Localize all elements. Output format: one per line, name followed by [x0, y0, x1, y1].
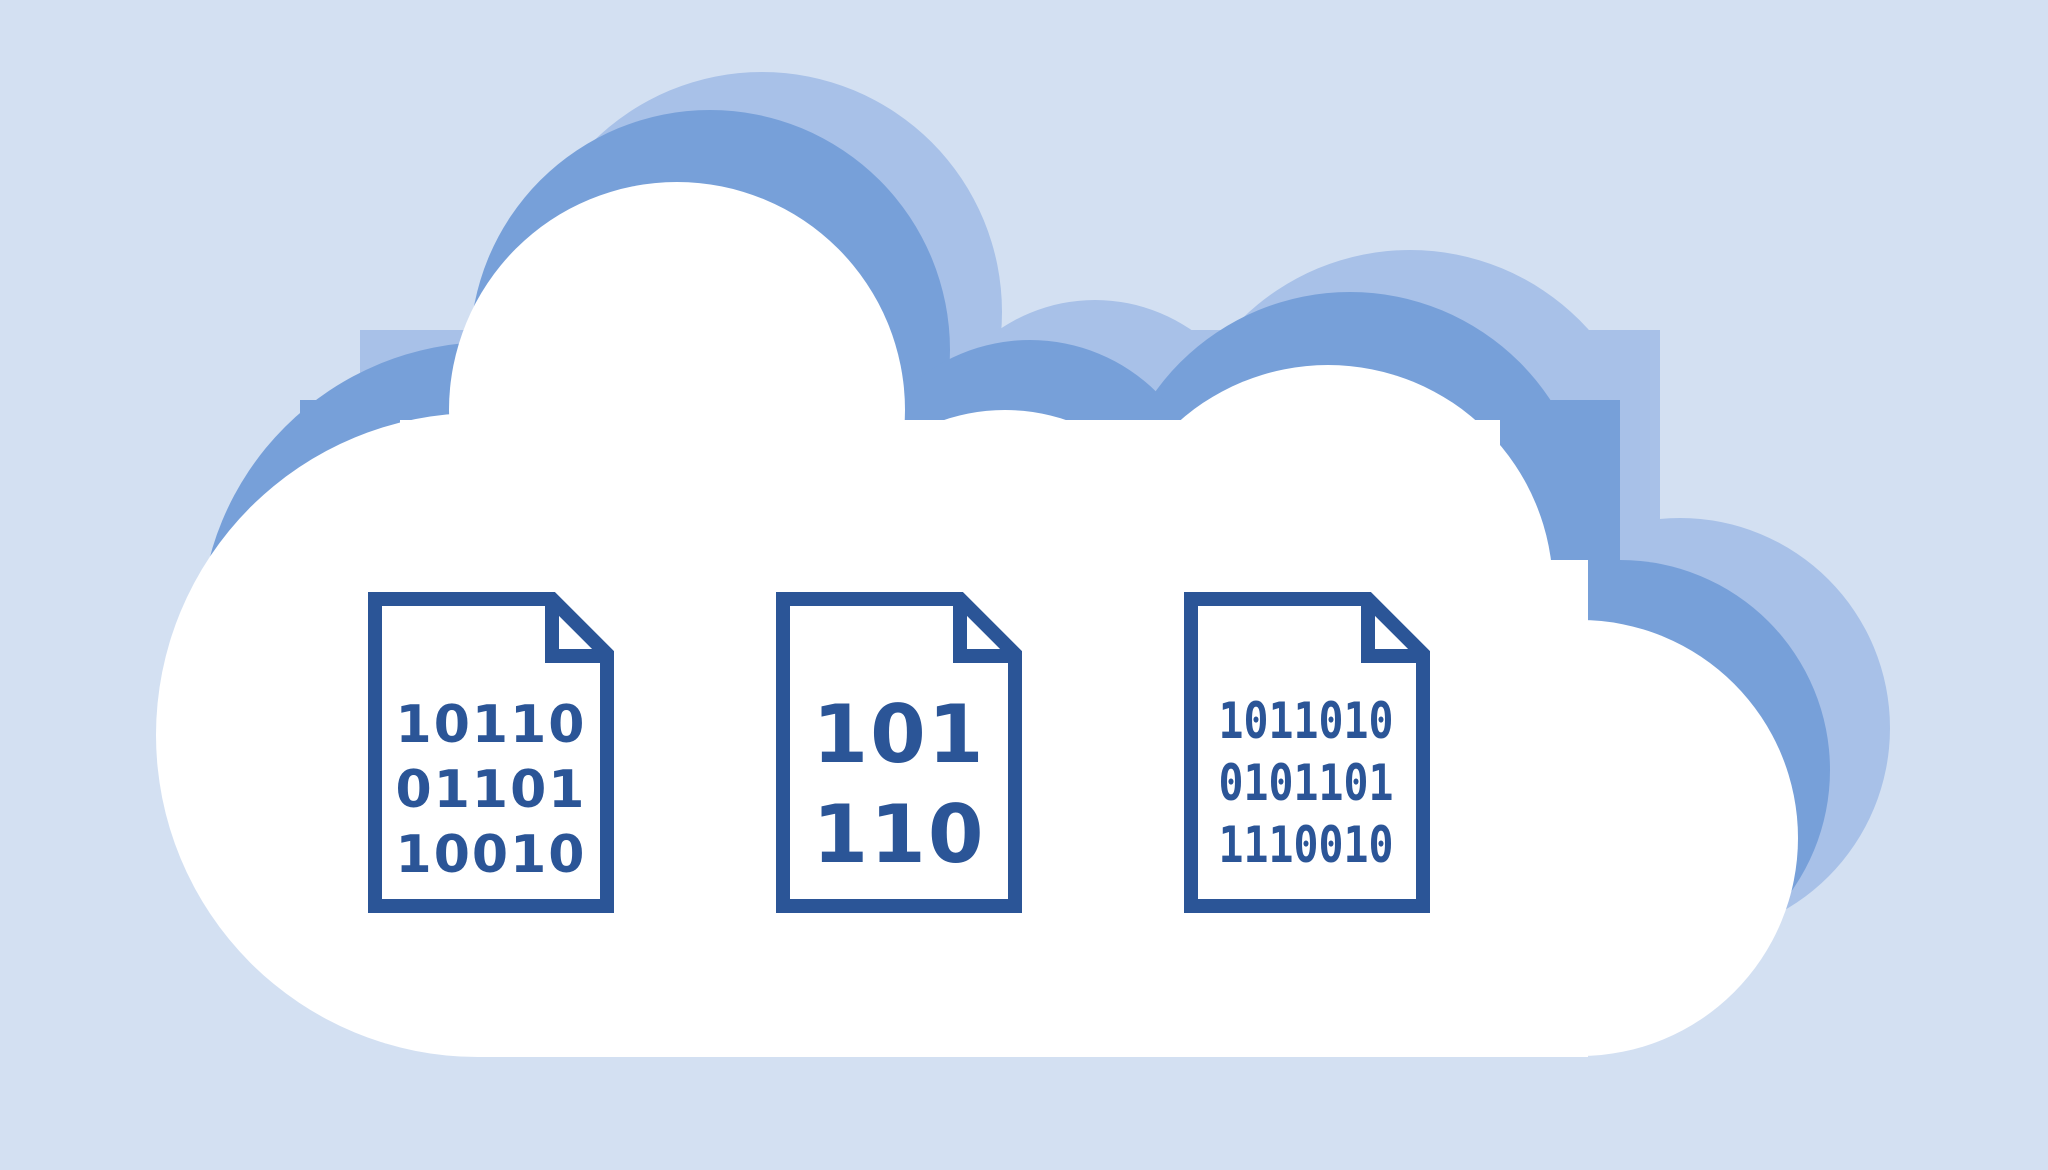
file-1-line-1: 10110 [396, 695, 587, 755]
binary-file-icon [368, 592, 614, 913]
binary-file-icon [1184, 592, 1430, 913]
file-3-line-1: 1011010 [1219, 692, 1394, 750]
file-3-line-2: 0101101 [1219, 754, 1394, 812]
file-3: 1011010 0101101 1110010 [1184, 592, 1430, 913]
file-2-line-1: 101 [813, 688, 986, 781]
file-1: 10110 01101 10010 [368, 592, 614, 913]
file-3-line-3: 1110010 [1219, 816, 1394, 874]
file-2: 101 110 [776, 592, 1022, 913]
file-2-line-2: 110 [813, 788, 986, 881]
front-cloud [156, 182, 1798, 1057]
file-1-line-3: 10010 [396, 825, 587, 885]
binary-file-icon [776, 592, 1022, 913]
file-1-line-2: 01101 [396, 760, 587, 820]
